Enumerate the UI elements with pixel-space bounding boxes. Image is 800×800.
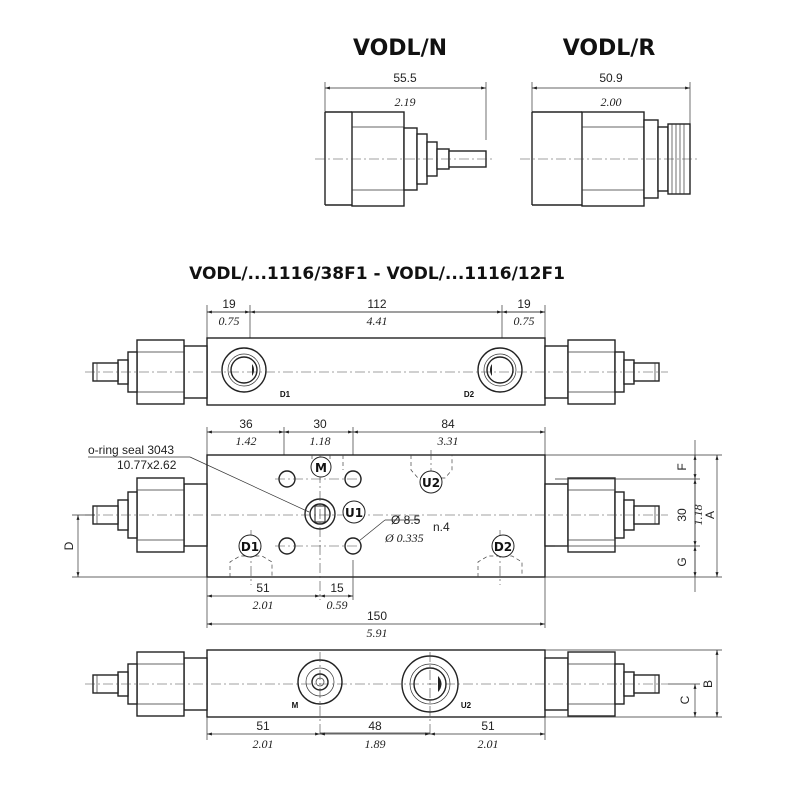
title-vodl-r: VODL/R <box>563 36 656 61</box>
hole-dia-in: Ø 0.335 <box>384 531 424 545</box>
view-3-bottom: M U2 51 2.01 48 1.89 51 2.01 C B <box>85 649 722 751</box>
v2-port-d2: D2 <box>494 540 512 554</box>
vodl-n-detail: 55.5 2.19 <box>315 71 495 207</box>
v2-dim-d: D <box>62 541 76 550</box>
v3-dim-0-mm: 51 <box>256 719 270 733</box>
v3-dim-b: B <box>701 680 715 688</box>
v2-bottom-dim-0-in: 2.01 <box>253 598 274 612</box>
v1-port-d1: D1 <box>280 390 291 399</box>
vodl-n-length-in: 2.19 <box>395 95 416 109</box>
v2-dim-g: G <box>675 557 689 566</box>
vodl-r-length-in: 2.00 <box>601 95 622 109</box>
v3-dim-1-mm: 48 <box>368 719 382 733</box>
v2-top-dim-2-mm: 84 <box>441 417 455 431</box>
v2-top-dim-1-in: 1.18 <box>310 434 331 448</box>
oring-label-line1: o-ring seal 3043 <box>88 443 174 457</box>
v2-top-dim-2-in: 3.31 <box>437 434 459 448</box>
v3-dim-2-mm: 51 <box>481 719 495 733</box>
view-1-top: 19 0.75 112 4.41 19 0.75 <box>85 297 668 406</box>
v1-dim-2-in: 0.75 <box>514 314 535 328</box>
v1-port-d2: D2 <box>464 390 475 399</box>
v3-dim-0-in: 2.01 <box>253 737 274 751</box>
v2-top-dim-0-in: 1.42 <box>236 434 257 448</box>
view-2-front: 36 1.42 30 1.18 84 3.31 <box>62 417 722 640</box>
main-title: VODL/...1116/38F1 - VODL/...1116/12F1 <box>189 264 565 284</box>
v2-port-u1: U1 <box>345 506 363 520</box>
v2-port-m: M <box>315 461 327 475</box>
v3-dim-2-in: 2.01 <box>478 737 499 751</box>
v2-port-d1: D1 <box>241 540 259 554</box>
v1-dim-0-in: 0.75 <box>219 314 240 328</box>
vodl-r-detail: 50.9 2.00 <box>520 71 700 207</box>
oring-label-line2: 10.77x2.62 <box>117 458 177 472</box>
v2-port-u2: U2 <box>422 476 440 490</box>
v2-bottom-dim-1-mm: 15 <box>330 581 344 595</box>
v2-dim-30-mm: 30 <box>675 508 689 522</box>
v2-dim-30-in: 1.18 <box>691 505 705 526</box>
v3-dim-1-in: 1.89 <box>365 737 386 751</box>
v2-dim-a: A <box>703 511 717 519</box>
v1-dim-2-mm: 19 <box>517 297 531 311</box>
v2-overall-in: 5.91 <box>367 626 388 640</box>
v3-port-m: M <box>292 701 299 710</box>
title-vodl-n: VODL/N <box>353 36 447 61</box>
vodl-n-length-mm: 55.5 <box>393 71 417 85</box>
hole-count: n.4 <box>433 520 450 534</box>
v3-dim-c: C <box>678 695 692 704</box>
v2-bottom-dim-0-mm: 51 <box>256 581 270 595</box>
v2-overall-mm: 150 <box>367 609 387 623</box>
v2-dim-f: F <box>675 463 689 470</box>
v3-port-u2: U2 <box>461 701 472 710</box>
v1-dim-1-mm: 112 <box>367 297 386 311</box>
vodl-r-length-mm: 50.9 <box>599 71 623 85</box>
v2-top-dim-1-mm: 30 <box>313 417 327 431</box>
hole-dia-mm: Ø 8.5 <box>391 513 421 527</box>
v2-top-dim-0-mm: 36 <box>239 417 253 431</box>
v2-bottom-dim-1-in: 0.59 <box>327 598 348 612</box>
v1-dim-1-in: 4.41 <box>367 314 388 328</box>
v1-dim-0-mm: 19 <box>222 297 236 311</box>
